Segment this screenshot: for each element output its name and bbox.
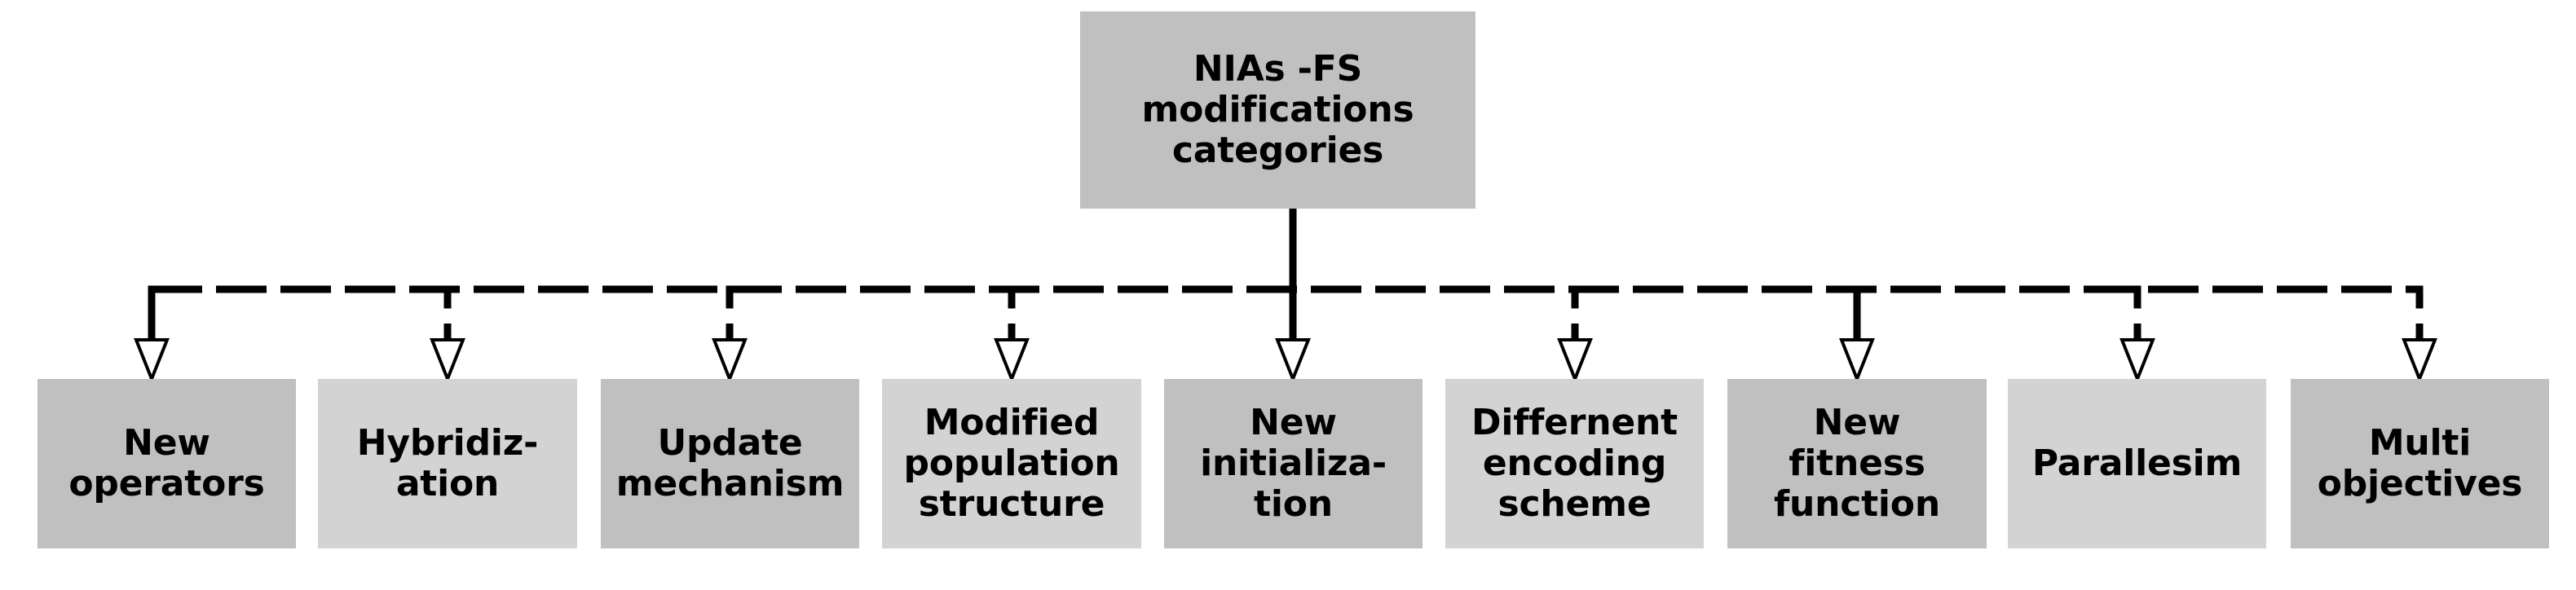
bus-dash-20 <box>1440 285 1490 293</box>
leaf-node-6[interactable]: New fitness function <box>1727 379 1987 548</box>
leaf-node-4[interactable]: New initializa- tion <box>1164 379 1423 548</box>
bus-dash-35 <box>2406 285 2423 293</box>
leaf-node-5[interactable]: Differnent encoding scheme <box>1445 379 1704 548</box>
arrowhead-8 <box>2402 338 2437 384</box>
leaf-stem-4-a <box>1289 285 1297 331</box>
bus-dash-17 <box>1246 285 1297 293</box>
leaf-stem-8-a <box>2415 285 2424 309</box>
bus-dash-23 <box>1633 285 1683 293</box>
bus-dash-2 <box>280 285 331 293</box>
bus-dash-14 <box>1053 285 1104 293</box>
root-trunk <box>1289 209 1297 293</box>
leaf-stem-3-a <box>1008 285 1016 309</box>
leaf-node-1[interactable]: Hybridiz- ation <box>318 379 577 548</box>
bus-dash-24 <box>1697 285 1748 293</box>
leaf-node-2[interactable]: Update mechanism <box>601 379 859 548</box>
bus-dash-28 <box>1955 285 2005 293</box>
leaf-node-7[interactable]: Parallesim <box>2008 379 2266 548</box>
bus-dash-10 <box>796 285 846 293</box>
leaf-stem-2-a <box>726 285 734 309</box>
bus-dash-7 <box>602 285 653 293</box>
bus-dash-9 <box>731 285 782 293</box>
leaf-node-label-6: New fitness function <box>1774 401 1940 526</box>
root-node-nias-fs-modifications-categories[interactable]: NIAs -FS modifications categories <box>1080 11 1475 209</box>
bus-dash-11 <box>860 285 911 293</box>
leaf-stem-6 <box>1853 285 1861 340</box>
leaf-stem-7-a <box>2133 285 2142 309</box>
arrowhead-group <box>134 338 2437 384</box>
arrowhead-6 <box>1839 338 1875 384</box>
leaf-node-label-3: Modified population structure <box>903 401 1120 526</box>
leaf-stem-5-b <box>1571 324 1579 340</box>
bus-dash-33 <box>2277 285 2327 293</box>
arrowhead-3 <box>994 338 1030 384</box>
bus-dash-0 <box>152 285 202 293</box>
bus-dash-34 <box>2341 285 2392 293</box>
bus-dash-27 <box>1890 285 1941 293</box>
leaf-node-label-5: Differnent encoding scheme <box>1471 401 1678 526</box>
bus-dash-30 <box>2084 285 2134 293</box>
leaf-stem-0 <box>148 285 156 340</box>
arrowhead-0 <box>134 338 170 384</box>
bus-dash-32 <box>2212 285 2263 293</box>
leaf-node-8[interactable]: Multi objectives <box>2291 379 2549 548</box>
leaf-stem-7-b <box>2133 324 2142 340</box>
bus-dash-31 <box>2148 285 2199 293</box>
bus-dash-18 <box>1311 285 1361 293</box>
arrowhead-1 <box>430 338 465 384</box>
leaf-node-0[interactable]: New operators <box>37 379 296 548</box>
leaf-stem-8-b <box>2415 324 2424 340</box>
arrowhead-2 <box>712 338 748 384</box>
leaf-node-label-0: New operators <box>68 421 265 504</box>
bus-dash-25 <box>1762 285 1812 293</box>
bus-right-corner <box>2415 285 2423 293</box>
connector-lines <box>148 209 2424 340</box>
bus-dash-4 <box>409 285 460 293</box>
bus-dash-6 <box>538 285 589 293</box>
root-node-label: NIAs -FS modifications categories <box>1141 47 1414 172</box>
arrowhead-4 <box>1275 338 1311 384</box>
leaf-stem-3-b <box>1008 324 1016 340</box>
bus-dash-29 <box>2019 285 2070 293</box>
leaf-node-label-4: New initializa- tion <box>1200 401 1387 526</box>
leaf-node-label-1: Hybridiz- ation <box>356 421 539 504</box>
bus-dash-3 <box>345 285 395 293</box>
leaf-stem-4-b <box>1289 320 1297 340</box>
bus-dash-13 <box>989 285 1039 293</box>
bus-dash-5 <box>474 285 524 293</box>
bus-dash-12 <box>924 285 975 293</box>
leaf-stem-1-b <box>443 324 452 340</box>
bus-dash-26 <box>1826 285 1877 293</box>
leaf-node-label-2: Update mechanism <box>615 421 845 504</box>
leaf-stem-2-b <box>726 324 734 340</box>
leaf-node-label-8: Multi objectives <box>2317 421 2523 504</box>
leaf-node-label-7: Parallesim <box>2031 442 2243 484</box>
bus-dash-16 <box>1182 285 1233 293</box>
bus-dash-15 <box>1118 285 1168 293</box>
leaf-node-3[interactable]: Modified population structure <box>882 379 1141 548</box>
arrowhead-7 <box>2119 338 2155 384</box>
bus-dash-21 <box>1504 285 1555 293</box>
bus-dash-22 <box>1568 285 1619 293</box>
leaf-stem-5-a <box>1571 285 1579 309</box>
arrowhead-5 <box>1557 338 1593 384</box>
bus-dash-8 <box>667 285 717 293</box>
bus-dash-19 <box>1375 285 1426 293</box>
leaf-stem-1-a <box>443 285 452 309</box>
bus-dash-1 <box>216 285 267 293</box>
